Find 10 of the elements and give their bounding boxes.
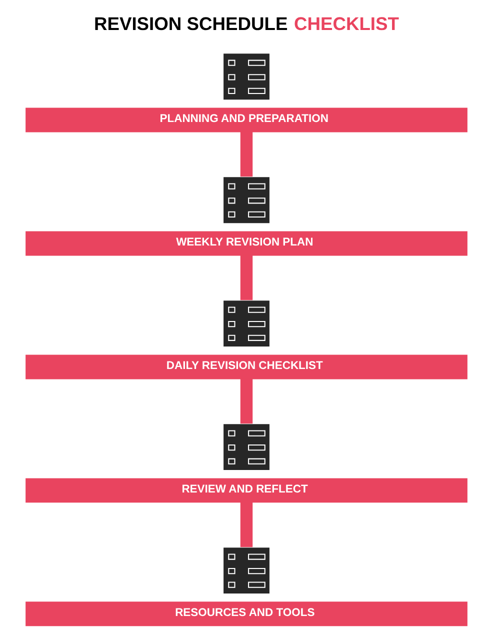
connector [240,378,253,424]
node-box: REVIEW AND REFLECT [26,478,468,503]
connector [240,502,253,548]
connector [240,132,253,177]
connector [240,255,253,300]
node-box: PLANNING AND PREPARATION [26,108,468,132]
node-box: DAILY REVISION CHECKLIST [26,354,468,380]
node-box: WEEKLY REVISION PLAN [26,231,468,256]
node-box: RESOURCES AND TOOLS [26,602,468,626]
diagram-title: REVISION SCHEDULE CHECKLIST [94,13,400,34]
